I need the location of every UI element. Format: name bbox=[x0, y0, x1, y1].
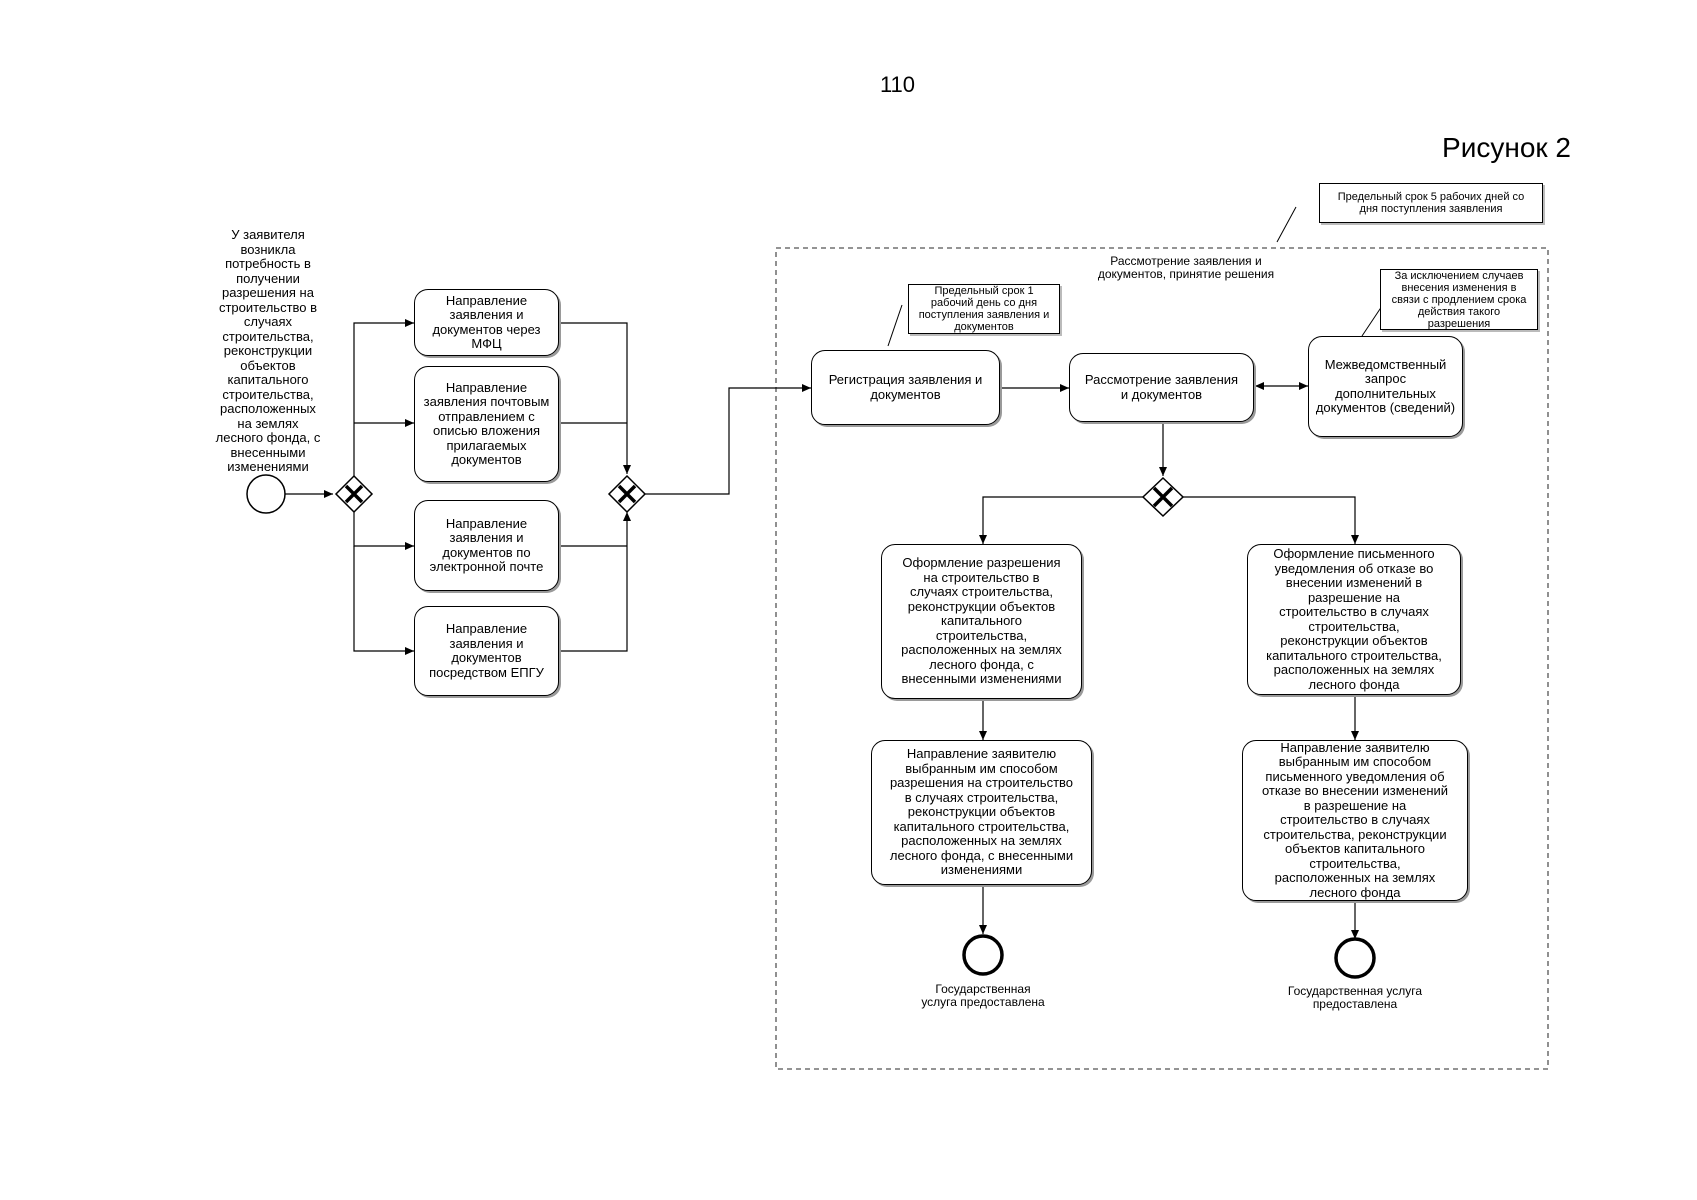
pool-note-connector bbox=[1276, 206, 1297, 243]
flow-split-channel-4 bbox=[353, 546, 414, 655]
end-event-refusal bbox=[1334, 937, 1376, 979]
end-event-permit-label: Государственная услуга предоставлена bbox=[921, 982, 1045, 1009]
figure-title: Рисунок 2 bbox=[1442, 132, 1571, 163]
start-event-label: У заявителя возникла потребность в получ… bbox=[215, 227, 321, 474]
registration-note-connector bbox=[887, 304, 903, 347]
task-interagency-request: Межведомственный запрос дополнительных д… bbox=[1308, 336, 1463, 437]
merge-gateway-icon bbox=[607, 474, 647, 514]
end-event-refusal-label: Государственная услуга предоставлена bbox=[1287, 984, 1423, 1011]
task-review: Рассмотрение заявления и документов bbox=[1069, 353, 1254, 422]
task-registration: Регистрация заявления и документов bbox=[811, 350, 1000, 425]
task-issue-permit: Оформление разрешения на строительство в… bbox=[881, 544, 1082, 699]
pool-boundary bbox=[775, 247, 1549, 1070]
flow-split-channel-3 bbox=[353, 512, 414, 550]
flow-channel-4-merge bbox=[559, 512, 631, 652]
start-event bbox=[246, 474, 286, 514]
registration-deadline-note: Предельный срок 1 рабочий день со дня по… bbox=[908, 284, 1060, 334]
task-channel-email: Направление заявления и документов по эл… bbox=[414, 500, 559, 591]
flow-decision-to-permit bbox=[979, 496, 1143, 544]
interagency-note: За исключением случаев внесения изменени… bbox=[1380, 269, 1538, 330]
end-event-permit bbox=[962, 934, 1004, 976]
task-channel-mfc: Направление заявления и документов через… bbox=[414, 289, 559, 356]
page-number: 110 bbox=[879, 72, 916, 97]
flow-split-channel-1 bbox=[353, 319, 414, 476]
split-gateway-icon bbox=[334, 474, 374, 514]
flow-channel-1-merge bbox=[559, 322, 631, 474]
flow-merge-to-registration bbox=[645, 384, 811, 495]
decision-gateway-icon bbox=[1141, 476, 1185, 518]
flow-decision-to-refusal bbox=[1183, 496, 1359, 544]
task-send-refusal: Направление заявителю выбранным им спосо… bbox=[1242, 740, 1468, 901]
task-channel-epgu: Направление заявления и документов посре… bbox=[414, 606, 559, 696]
task-send-permit: Направление заявителю выбранным им спосо… bbox=[871, 740, 1092, 885]
task-channel-post: Направление заявления почтовым отправлен… bbox=[414, 366, 559, 482]
task-issue-refusal: Оформление письменного уведомления об от… bbox=[1247, 544, 1461, 695]
pool-label: Рассмотрение заявления и документов, при… bbox=[1097, 254, 1275, 281]
pool-deadline-note: Предельный срок 5 рабочих дней со дня по… bbox=[1319, 183, 1543, 223]
